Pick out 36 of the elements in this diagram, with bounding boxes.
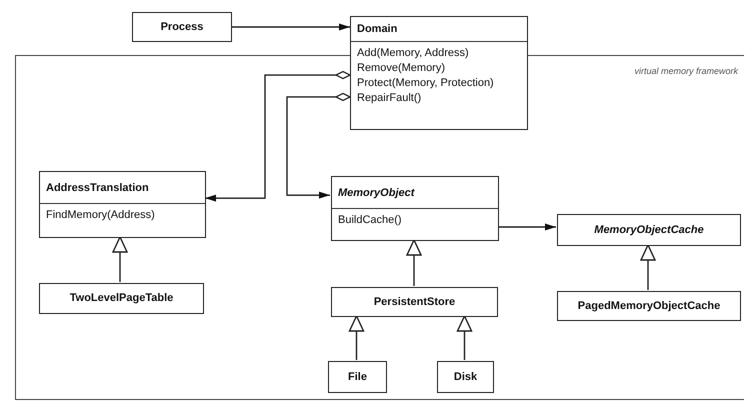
inheritance-arrow [456,315,472,360]
class-box [328,361,387,393]
class-box [350,16,528,130]
class-name: TwoLevelPageTable [68,291,174,306]
class-box [39,171,206,238]
class-name: MemoryObjectCache [593,222,705,238]
aggregation-arrow [286,92,351,199]
class-name: AddressTranslation [45,180,150,196]
method-name: Protect(Memory, Protection) [357,76,495,91]
class-box [39,283,204,314]
association-arrow [498,224,556,230]
inheritance-arrow [112,236,128,282]
class-box [331,287,498,317]
class-name: PersistentStore [372,294,456,310]
method-name: Remove(Memory) [357,61,446,76]
class-box [132,12,232,42]
method-name: FindMemory(Address) [46,208,156,223]
inheritance-arrow [640,244,656,290]
inheritance-arrow [406,239,422,286]
method-name: Add(Memory, Address) [357,46,470,61]
class-name: File [347,370,368,384]
class-name: PagedMemoryObjectCache [576,298,722,314]
aggregation-arrow [205,70,351,202]
class-name: Process [160,20,204,34]
inheritance-arrow [348,315,364,360]
class-name: MemoryObject [337,186,416,200]
method-name: BuildCache() [338,213,403,228]
class-name: Domain [356,22,398,37]
frame-label: virtual memory framework [634,66,738,76]
class-box [437,361,494,393]
class-box [557,291,741,321]
class-name: Disk [452,370,478,384]
class-box [557,214,741,246]
association-arrow [232,24,350,30]
method-name: RepairFault() [357,91,422,106]
class-box [331,176,499,241]
